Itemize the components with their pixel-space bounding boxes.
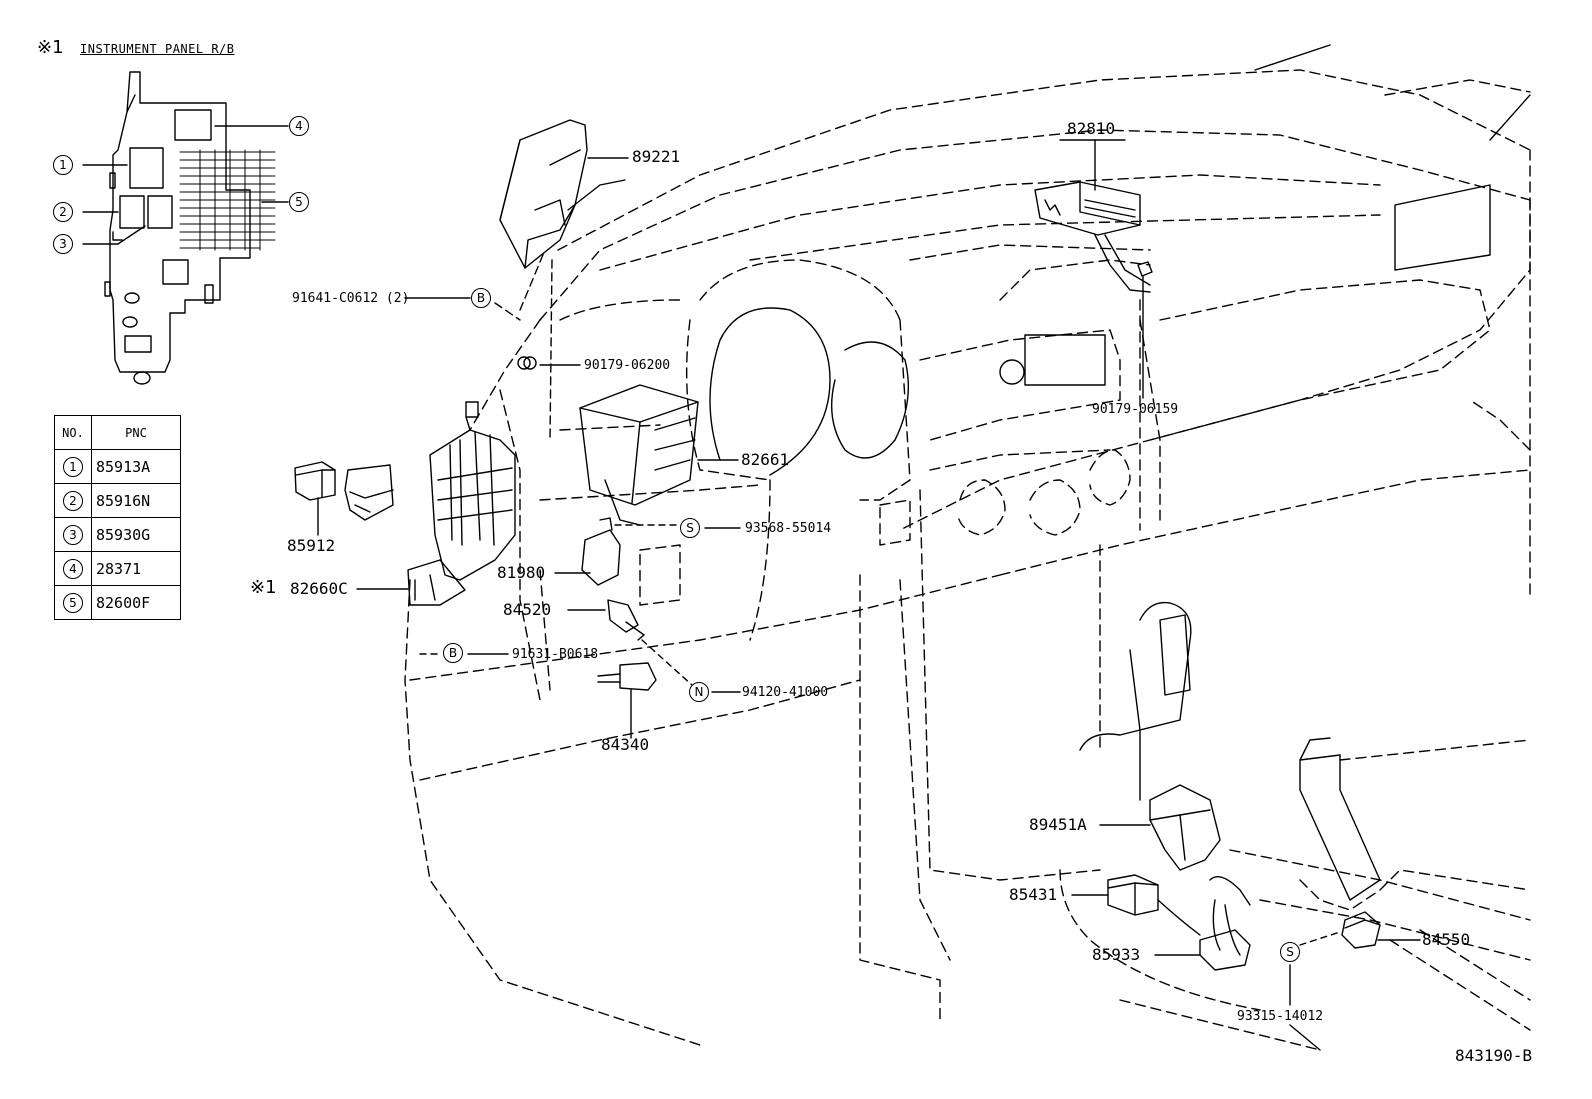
label-89451a: 89451A	[1029, 815, 1087, 834]
label-84550: 84550	[1422, 930, 1471, 949]
relay-block-inset	[82, 71, 289, 385]
label-84340: 84340	[601, 735, 650, 754]
part-89451a	[1099, 784, 1221, 871]
part-85933	[1154, 876, 1251, 971]
row-number: 4	[63, 558, 83, 579]
dashboard-outline	[404, 69, 1531, 1051]
row-pnc: 85916N	[91, 483, 181, 518]
table-header-row: NO. PNC	[54, 415, 181, 450]
leader-lines	[404, 249, 1321, 1051]
row-number: 1	[63, 456, 83, 477]
label-94120-41000: 94120-41000	[742, 685, 829, 700]
ref-mark: ※1	[37, 37, 64, 58]
label-84520: 84520	[503, 600, 552, 619]
symbol-s-upper: S	[680, 518, 700, 538]
part-82661	[579, 384, 739, 526]
part-84550	[1299, 911, 1421, 949]
label-93315-14012: 93315-14012	[1237, 1009, 1324, 1024]
label-89221: 89221	[632, 147, 681, 166]
table-row: 4 28371	[54, 551, 181, 586]
part-90179-06200	[517, 356, 581, 370]
inset-callout-2: 2	[53, 202, 73, 222]
table-row: 2 85916N	[54, 483, 181, 518]
table-header-pnc: PNC	[91, 415, 181, 450]
table-header-no: NO.	[54, 415, 92, 450]
inset-callout-5: 5	[289, 192, 309, 212]
figure-code: 843190-B	[1455, 1046, 1533, 1065]
label-81980: 81980	[497, 563, 546, 582]
label-82661: 82661	[741, 450, 790, 469]
label-90179-06159: 90179-06159	[1092, 402, 1179, 417]
label-93568-55014: 93568-55014	[745, 521, 832, 536]
inset-callout-4: 4	[289, 116, 309, 136]
part-84520	[567, 599, 645, 641]
row-number: 3	[63, 524, 83, 545]
pnc-table: NO. PNC 1 85913A 2 85916N 3 85930G 4 283…	[54, 415, 181, 620]
inset-callout-3: 3	[53, 234, 73, 254]
label-82660c: 82660C	[290, 579, 348, 598]
part-89221	[499, 119, 629, 269]
label-85431: 85431	[1009, 885, 1058, 904]
row-pnc: 85913A	[91, 449, 181, 484]
row-number: 2	[63, 490, 83, 511]
part-82660c	[356, 401, 516, 606]
label-85933: 85933	[1092, 945, 1141, 964]
table-row: 5 82600F	[54, 585, 181, 620]
row-number: 5	[63, 592, 83, 613]
table-row: 1 85913A	[54, 449, 181, 484]
part-82810	[1034, 139, 1151, 293]
inset-title: INSTRUMENT PANEL R/B	[80, 42, 235, 56]
label-90179-06200: 90179-06200	[584, 358, 671, 373]
label-91641-c0612: 91641-C0612 (2)	[292, 291, 410, 306]
label-91631-b0618: 91631-B0618	[512, 647, 599, 662]
row-pnc: 85930G	[91, 517, 181, 552]
dashboard-solid	[709, 44, 1531, 901]
symbol-b-lower: B	[443, 643, 463, 663]
label-82810: 82810	[1067, 119, 1116, 138]
part-85912	[294, 461, 394, 536]
row-pnc: 82600F	[91, 585, 181, 620]
part-81980	[554, 517, 621, 586]
ref-mark-82660c: ※1	[250, 577, 277, 598]
label-85912: 85912	[287, 536, 336, 555]
part-85431	[1071, 874, 1201, 936]
part-90179-06159	[1137, 261, 1153, 399]
row-pnc: 28371	[91, 551, 181, 586]
table-row: 3 85930G	[54, 517, 181, 552]
inset-callout-1: 1	[53, 155, 73, 175]
symbol-n: N	[689, 682, 709, 702]
part-84340	[597, 662, 657, 739]
symbol-s-lower: S	[1280, 942, 1300, 962]
symbol-b-top: B	[471, 288, 491, 308]
